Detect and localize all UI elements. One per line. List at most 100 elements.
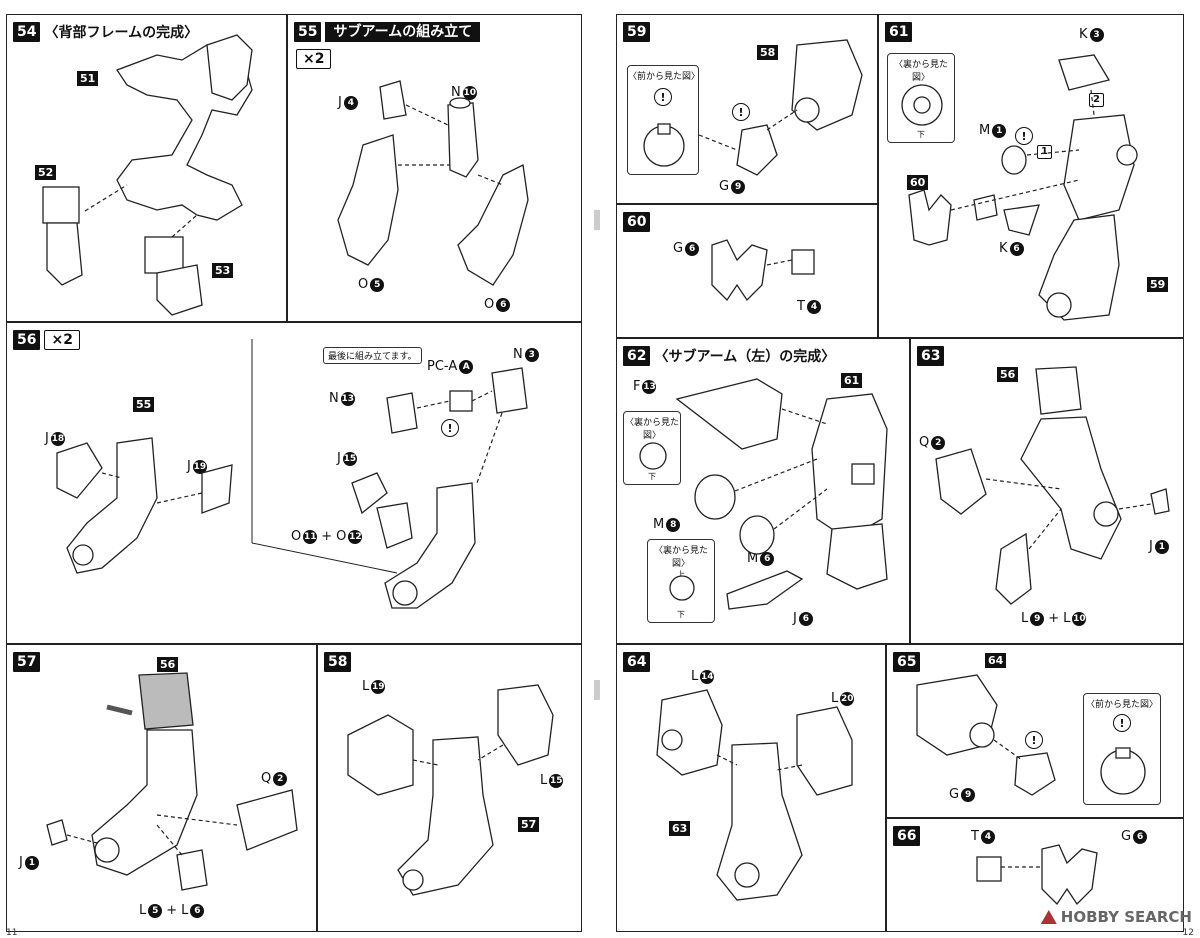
- part-number: 19: [192, 459, 207, 474]
- note-title: 〈前から見た図〉: [628, 72, 701, 82]
- part-letter: L: [362, 679, 370, 694]
- part-number: 6: [760, 551, 775, 566]
- step-number: 63: [917, 346, 945, 366]
- step-64-header: 64: [623, 651, 651, 673]
- step-number: 56: [13, 330, 41, 350]
- multiplier-badge: ×2: [44, 330, 80, 350]
- note-title: 〈裏から見た図〉: [624, 418, 679, 441]
- page-number-right: 12: [1182, 928, 1194, 938]
- part-ref-59: 59: [1147, 277, 1169, 292]
- watermark-text: HOBBY SEARCH: [1060, 908, 1192, 926]
- part-ref-60: 60: [907, 175, 929, 190]
- part-number: 18: [50, 431, 65, 446]
- step-63-illustration: [935, 366, 1170, 605]
- warning-icon: !: [1025, 731, 1043, 749]
- front-view-note: 〈前から見た図〉 !: [627, 65, 701, 175]
- part-ref-63: 63: [669, 821, 691, 836]
- step-61-panel: 61 〈裏から見た図〉 上 下 K3 M1 ! 1 2 60 K6 59: [878, 14, 1184, 338]
- step-number: 57: [13, 652, 41, 672]
- step-62-illustration: [675, 378, 888, 610]
- note-title: 〈裏から見た図〉: [653, 546, 708, 569]
- step-54-header: 54 〈背部フレームの完成〉: [13, 21, 198, 43]
- part-number: 3: [524, 347, 539, 362]
- part-number: 8: [666, 517, 681, 532]
- part-letter: M: [979, 123, 991, 138]
- part-letter: J: [338, 95, 342, 110]
- part-letter: J: [1149, 539, 1153, 554]
- step-number: 55: [294, 22, 322, 42]
- plus-sign: +: [1048, 611, 1060, 626]
- step-55-header: 55 サブアームの組み立て: [294, 21, 481, 43]
- step-66-illustration: [976, 844, 1098, 906]
- part-letter: O: [291, 529, 302, 544]
- part-number: 2: [931, 435, 946, 450]
- step-number: 65: [893, 652, 921, 672]
- part-letter: O: [484, 297, 495, 312]
- part-number: 3: [1089, 27, 1104, 42]
- part-ref-57: 57: [518, 817, 540, 832]
- part-letter: M: [747, 551, 759, 566]
- assembly-callout: 最後に組み立てます。: [323, 347, 422, 364]
- rear-view-note-1: 〈裏から見た図〉 上 下: [623, 411, 681, 485]
- step-66-header: 66: [893, 825, 921, 847]
- part-number: 1: [992, 123, 1007, 138]
- part-letter: G: [719, 179, 730, 194]
- part-number: 2: [273, 771, 288, 786]
- step-65-header: 65: [893, 651, 921, 673]
- step-54-panel: 54 〈背部フレームの完成〉 51 52 53: [6, 14, 287, 322]
- front-view-illustration: [643, 123, 685, 167]
- step-number: 61: [885, 22, 913, 42]
- step-title: 〈サブアーム（左）の完成〉: [654, 349, 836, 365]
- part-number: 6: [685, 241, 700, 256]
- step-title: サブアームの組み立て: [325, 22, 481, 42]
- part-number: 19: [371, 679, 386, 694]
- sub-arm-assembly-illustration: [337, 80, 529, 286]
- part-ref-64: 64: [985, 653, 1007, 668]
- part-number: 20: [840, 691, 855, 706]
- warning-icon: !: [1015, 127, 1033, 145]
- part-ref-58: 58: [757, 45, 779, 60]
- step-number: 59: [623, 22, 651, 42]
- step-number: 64: [623, 652, 651, 672]
- part-letter: M: [653, 517, 665, 532]
- logo-icon: [1040, 910, 1057, 924]
- part-number: 6: [1009, 241, 1024, 256]
- part-letter: N: [329, 391, 339, 406]
- part-letter: G: [1121, 829, 1132, 844]
- part-ref-52: 52: [35, 165, 57, 180]
- part-letter: F: [633, 379, 641, 394]
- part-number: 10: [1072, 611, 1087, 626]
- part-letter: N: [513, 347, 523, 362]
- step-63-header: 63: [917, 345, 945, 367]
- step-64-illustration: [656, 689, 853, 901]
- plus-sign: +: [166, 903, 178, 918]
- part-ref-56: 56: [157, 657, 179, 672]
- page-number-left: 11: [6, 928, 18, 938]
- part-letter: J: [793, 611, 797, 626]
- warning-icon: !: [1113, 714, 1131, 732]
- step-title: 〈背部フレームの完成〉: [44, 25, 199, 41]
- step-number: 58: [324, 652, 352, 672]
